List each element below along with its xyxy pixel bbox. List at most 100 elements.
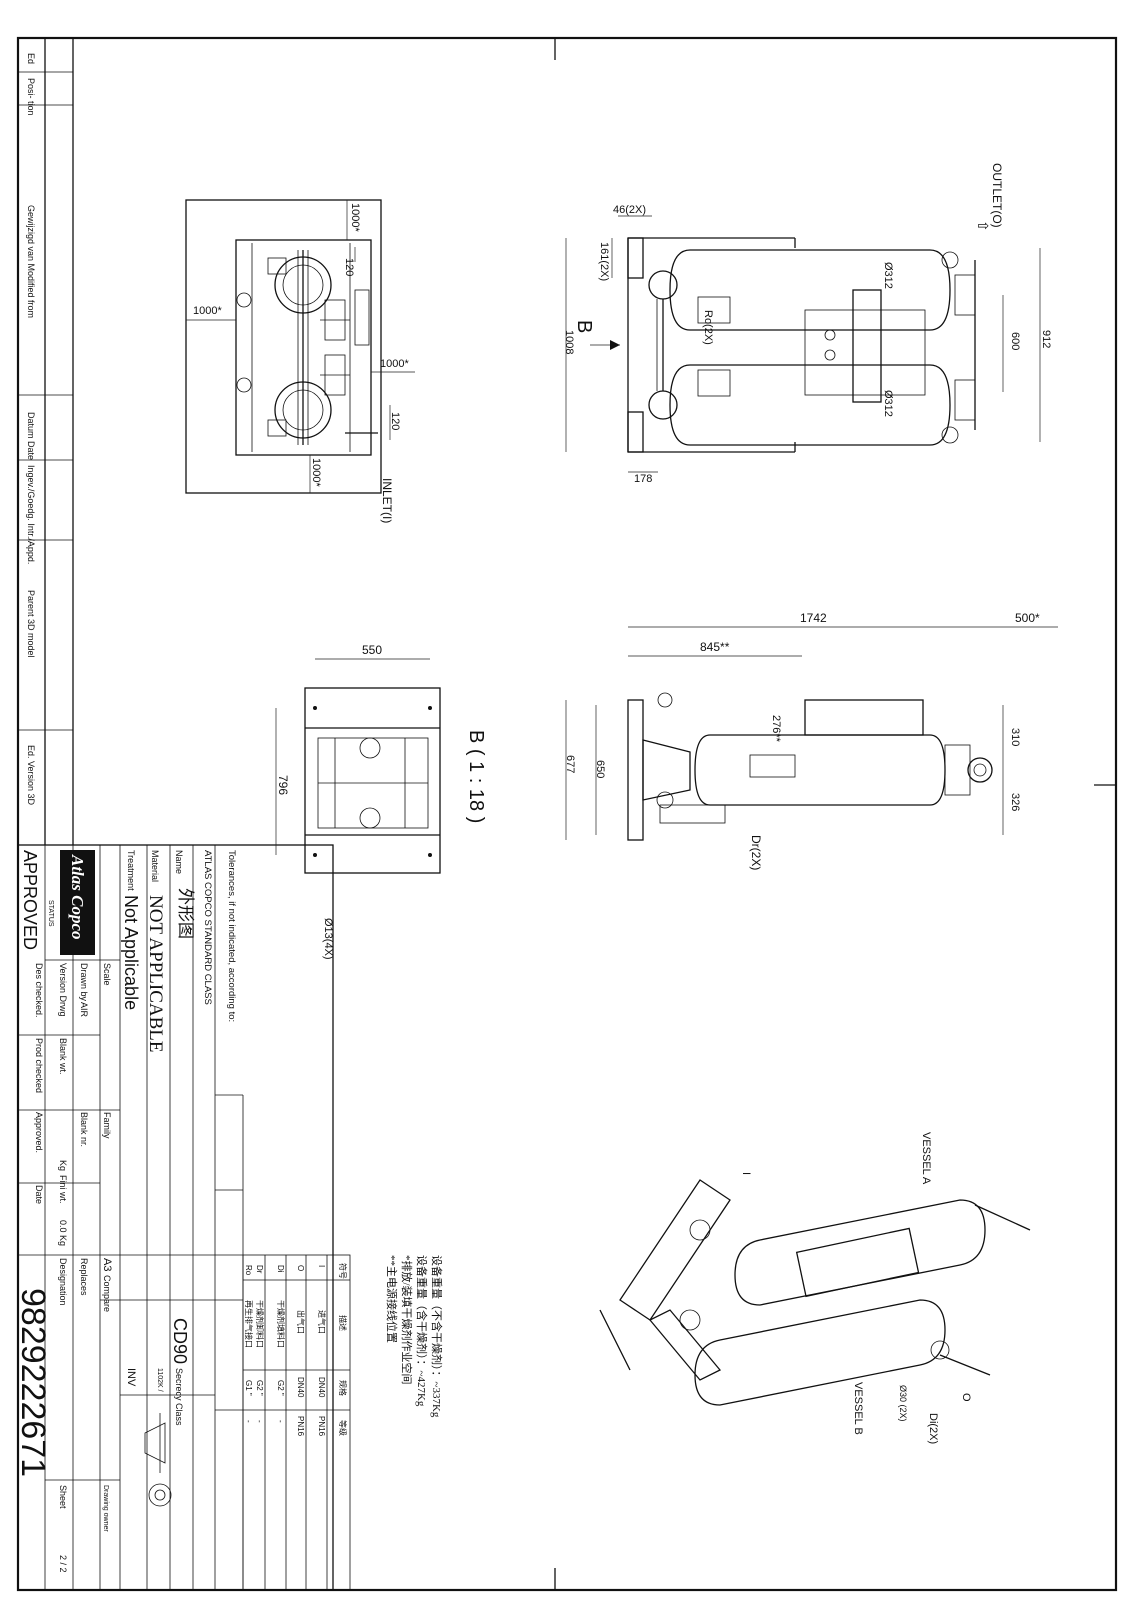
material-label: Material	[150, 850, 160, 882]
sheet-label: Sheet	[58, 1485, 68, 1509]
table-cell: DN40	[296, 1377, 305, 1398]
svg-text:46(2X): 46(2X)	[613, 204, 646, 216]
svg-text:120: 120	[343, 258, 355, 276]
table-header: 描述	[338, 1315, 348, 1331]
connections-rows: I 进气口 DN40 PN16 O 出气口 DN40 PN16 Di 干燥剂填料…	[244, 1265, 327, 1437]
table-cell: 干燥剂卸料口	[255, 1300, 265, 1348]
table-cell: 再生排气接口	[244, 1300, 254, 1348]
table-cell: PN16	[317, 1416, 326, 1437]
tolerances-text: Tolerances, if not indicated, according …	[226, 850, 237, 1022]
svg-text:I: I	[740, 1172, 752, 1175]
rev-parent-model: Parent 3D model	[26, 590, 36, 658]
date-label: Date	[34, 1185, 44, 1204]
svg-text:Dr(2X): Dr(2X)	[749, 835, 763, 870]
projection-symbol	[144, 1413, 172, 1507]
table-cell: G2 "	[255, 1380, 264, 1396]
fini-wt: Fini wt.	[58, 1175, 68, 1204]
table-cell: 出气口	[296, 1310, 306, 1334]
svg-text:VESSEL B: VESSEL B	[852, 1382, 864, 1435]
connections-header: 符号 描述 规格 等级	[338, 1263, 348, 1436]
svg-text:Ø312: Ø312	[882, 390, 894, 417]
svg-text:677: 677	[564, 755, 576, 773]
plan-dims: 1000* 120 1000* 1000* 120 1000* INLET(I)	[186, 200, 415, 523]
outlet-label: OUTLET(O)	[990, 163, 1004, 228]
rev-initials: Ingev./Goedg. Intr./Appd.	[26, 465, 36, 564]
material-value: NOT APPLICABLE	[145, 895, 166, 1052]
name-label: Name	[174, 850, 184, 874]
svg-text:Ø30 (2X): Ø30 (2X)	[898, 1385, 908, 1422]
logo-text: Atlas Copco	[68, 854, 87, 940]
svg-text:500*: 500*	[1015, 611, 1040, 625]
isometric-view	[599, 1179, 1031, 1406]
table-cell: -	[255, 1420, 264, 1423]
svg-text:276**: 276**	[770, 715, 782, 743]
front-dims: 1742 500* 845** 276** 677 650 310 326 Dr…	[564, 611, 1058, 870]
table-cell: Dr	[255, 1265, 264, 1274]
front-view	[627, 692, 993, 841]
table-cell: 干燥剂填料口	[276, 1300, 286, 1348]
inlet-label: INLET(I)	[380, 478, 394, 523]
inv-value: INV	[125, 1368, 137, 1387]
name-value: 外形图	[176, 888, 195, 939]
family-label: Family	[102, 1112, 112, 1139]
outer-border	[16, 36, 1118, 1592]
svg-text:O: O	[960, 1393, 972, 1402]
svg-text:845**: 845**	[700, 640, 730, 654]
note-power-position: **主电源接线位置	[385, 1255, 399, 1343]
fini-wt-value: 0.0 Kg	[58, 1220, 68, 1246]
view-b	[304, 687, 441, 874]
table-cell: -	[244, 1420, 253, 1423]
des-checked: Des checked.	[34, 963, 44, 1018]
blank-wt: Blank wt.	[58, 1038, 68, 1075]
view-b-title: B ( 1 : 18 )	[465, 730, 487, 823]
svg-text:310: 310	[1009, 728, 1021, 746]
atlas-copco-logo	[60, 850, 95, 955]
drawing-number: 9829222671	[14, 1288, 52, 1477]
prod-checked: Prod checked	[34, 1038, 44, 1093]
secrecy-value: 1102K /	[156, 1368, 163, 1392]
status-label: STATUS	[47, 900, 54, 927]
table-header: 符号	[338, 1263, 348, 1279]
svg-text:650: 650	[594, 760, 606, 778]
treatment-value: Not Applicable	[121, 895, 141, 1010]
drawn-by-value: AIR	[79, 1002, 89, 1018]
treatment-label: Treatment	[126, 850, 136, 891]
table-cell: Ro	[244, 1265, 253, 1276]
view-b-dims: 550 796 Ø13(4X) B ( 1 : 18 )	[275, 643, 487, 960]
rev-version-3d: Ed. Version 3D	[26, 745, 36, 806]
version-drwg: Version Drwg	[58, 963, 68, 1017]
standard-class-text: ATLAS COPCO STANDARD CLASS	[202, 850, 213, 1005]
svg-text:1000*: 1000*	[310, 458, 322, 487]
svg-text:1000*: 1000*	[380, 358, 409, 370]
replaces-label: Replaces	[79, 1258, 89, 1296]
svg-text:1742: 1742	[800, 611, 827, 625]
table-cell: I	[317, 1265, 326, 1267]
connections-table	[242, 1254, 351, 1591]
secrecy-label: Secrecy Class	[174, 1368, 184, 1426]
table-header: 规格	[338, 1380, 348, 1396]
table-cell: G1 "	[244, 1380, 253, 1396]
note-weight-without: 设备重量（不含干燥剂）：~337Kg	[430, 1255, 444, 1418]
title-block	[17, 844, 334, 1591]
svg-text:Di(2X): Di(2X)	[927, 1413, 939, 1444]
outlet-arrow-icon: ⇧	[975, 220, 991, 232]
svg-text:1000*: 1000*	[193, 305, 222, 317]
rev-position: Posi- tion	[26, 78, 36, 116]
svg-text:912: 912	[1040, 330, 1052, 348]
table-cell: -	[276, 1420, 285, 1423]
svg-text:Ro(2X): Ro(2X)	[702, 310, 714, 345]
kg-unit: Kg	[58, 1160, 68, 1171]
table-header: 等级	[338, 1420, 348, 1436]
format-value: A3	[101, 1258, 113, 1271]
rev-ed: Ed	[26, 53, 36, 64]
table-cell: G2 "	[276, 1380, 285, 1396]
drawing-owner-label: Drawing owner	[102, 1485, 109, 1532]
svg-text:326: 326	[1009, 793, 1021, 811]
status-value: APPROVED	[20, 850, 40, 950]
top-dims: 46(2X) 161(2X) B 1008 Ro(2X) 178 Ø312 Ø3…	[563, 163, 1052, 485]
svg-text:Ø312: Ø312	[882, 262, 894, 289]
sheet-value: 2 / 2	[58, 1555, 68, 1573]
scale-label: Scale	[102, 963, 112, 986]
svg-text:Ø13(4X): Ø13(4X)	[322, 918, 334, 960]
